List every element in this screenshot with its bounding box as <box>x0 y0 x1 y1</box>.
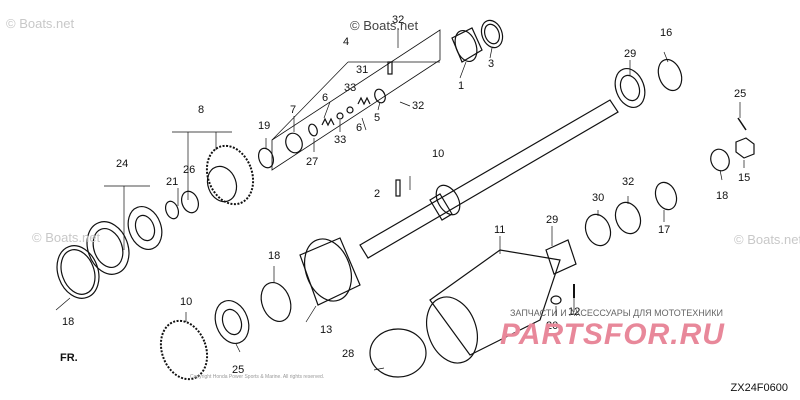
part-label: 7 <box>290 104 297 116</box>
part-label: 27 <box>306 156 319 168</box>
part-25-bearing <box>214 300 250 344</box>
part-label: 6 <box>322 92 329 104</box>
part-label: 19 <box>258 120 271 132</box>
part-label: 30 <box>592 192 605 204</box>
part-label: 18 <box>268 250 281 262</box>
part-label: 21 <box>166 176 179 188</box>
part-label: 28 <box>342 348 355 360</box>
watermark: © Boats.net <box>350 18 419 33</box>
part-26 <box>180 190 200 214</box>
part-label: 11 <box>494 224 506 236</box>
part-29-seal-2 <box>584 213 612 247</box>
part-label: 2 <box>374 188 381 200</box>
ru-banner: ЗАПЧАСТИ И АКСЕССУАРЫ ДЛЯ МОТОТЕХНИКИ <box>510 308 723 318</box>
part-20-washer <box>550 295 562 305</box>
part-1-clutch <box>451 27 483 63</box>
part-8-gear <box>205 144 255 206</box>
part-11-holder <box>429 249 561 356</box>
part-label: 32 <box>622 176 635 188</box>
part-5 <box>374 88 386 104</box>
ru-brand-logo: PARTSFOR.RU <box>500 318 725 351</box>
watermark: © Boats.net <box>6 16 75 31</box>
part-24-race <box>86 221 130 275</box>
part-label: 29 <box>624 48 637 60</box>
part-7 <box>285 132 303 154</box>
part-label: 1 <box>458 80 465 92</box>
part-4-bracket <box>271 29 441 171</box>
part-label: 31 <box>356 64 369 76</box>
part-24-bearing <box>127 206 163 250</box>
part-label: 15 <box>738 172 751 184</box>
part-30-ring <box>369 328 427 378</box>
part-label: 20 <box>546 320 559 332</box>
part-label: 10 <box>180 296 193 308</box>
diagram-code: ZX24F0600 <box>730 382 788 394</box>
part-27-bearing <box>545 239 577 275</box>
part-19 <box>257 147 275 169</box>
part-label: 18 <box>62 316 75 328</box>
part-label: 3 <box>488 58 495 70</box>
part-9-gear <box>159 319 209 381</box>
part-2-pin <box>395 179 401 197</box>
part-23-bearing <box>614 68 646 108</box>
part-label: 25 <box>232 364 245 376</box>
part-22-pin <box>737 117 747 131</box>
copyright-text: Copyright Honda Power Sports & Marine. A… <box>190 374 325 380</box>
part-label: 24 <box>116 158 129 170</box>
part-15 <box>654 181 678 211</box>
watermark: © Boats.net <box>734 232 800 247</box>
part-3 <box>480 19 504 49</box>
part-label: 12 <box>568 306 581 318</box>
part-label: 6 <box>356 122 363 134</box>
part-label: 16 <box>660 27 673 39</box>
part-label: 32 <box>392 14 405 26</box>
part-6-spring <box>321 117 335 127</box>
part-label: 17 <box>658 224 671 236</box>
part-label: 8 <box>198 104 205 116</box>
part-label: 5 <box>374 112 381 124</box>
part-label: 25 <box>734 88 747 100</box>
part-label: 33 <box>334 134 347 146</box>
part-18-ring <box>56 245 100 299</box>
watermark: © Boats.net <box>32 230 101 245</box>
front-direction-label: FR. <box>60 352 78 364</box>
part-17 <box>710 148 730 172</box>
part-18-ring-2 <box>260 282 292 322</box>
part-31 <box>308 123 318 137</box>
part-label: 18 <box>716 190 729 202</box>
part-14-nut <box>735 137 755 159</box>
part-29-seal <box>614 201 642 235</box>
part-label: 32 <box>412 100 425 112</box>
part-21 <box>164 200 180 220</box>
part-10-shaft <box>359 99 619 259</box>
part-label: 4 <box>343 36 350 48</box>
part-12-housing <box>299 237 361 306</box>
part-16 <box>657 58 683 92</box>
part-label: 29 <box>546 214 559 226</box>
part-label: 13 <box>320 324 333 336</box>
part-label: 10 <box>432 148 445 160</box>
part-label: 33 <box>344 82 357 94</box>
part-label: 26 <box>183 164 196 176</box>
